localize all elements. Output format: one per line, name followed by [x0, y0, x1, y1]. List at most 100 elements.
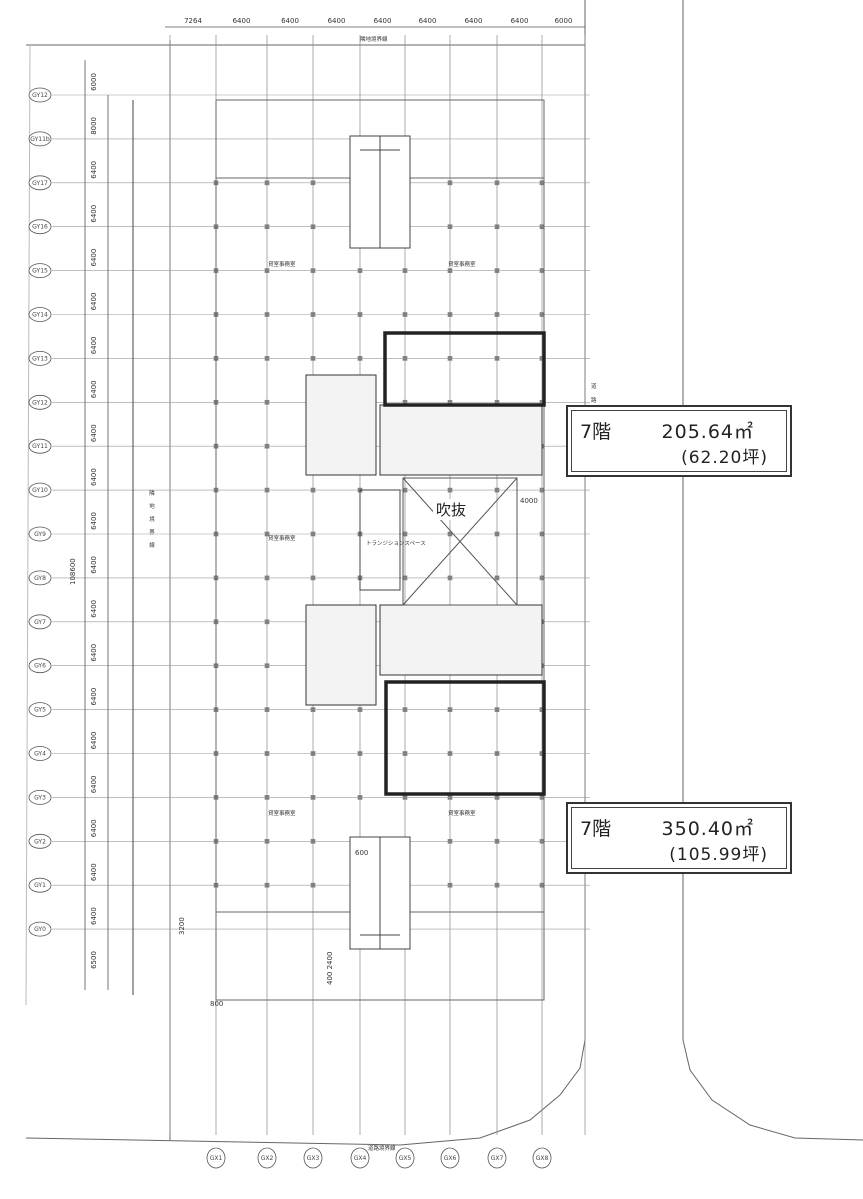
- col-bubble-2: [303, 1147, 323, 1169]
- row-grid-label-12: GY7: [34, 619, 46, 626]
- left-dimension-line: [84, 60, 109, 990]
- left-boundary-label: 隣地境界線: [149, 489, 155, 549]
- left-dim-6: 6400: [90, 336, 98, 354]
- transition-space-label: トランジションスペース: [366, 540, 426, 547]
- row-bubble-16: [28, 790, 52, 805]
- office-room-labels: 貸室事務室 貸室事務室 貸室事務室 貸室事務室 貸室事務室: [268, 260, 476, 817]
- top-dim-1: 6400: [233, 17, 251, 25]
- dim-3200: 3200: [178, 917, 186, 935]
- row-grid-label-11: GY8: [34, 575, 46, 582]
- col-grid-label-7: GX8: [536, 1155, 549, 1162]
- left-dim-20: 6500: [90, 951, 98, 969]
- row-bubble-8: [28, 438, 52, 454]
- row-grid-label-5: GY14: [32, 312, 48, 319]
- top-dim-4: 6400: [374, 17, 392, 25]
- col-grid-label-0: GX1: [210, 1155, 223, 1162]
- upper-stair-core: [349, 135, 411, 249]
- top-dim-2: 6400: [281, 17, 299, 25]
- upper-service-core: [305, 374, 543, 476]
- row-grid-bubbles: GY12GY11bGY17GY16GY15GY14GY13GY12GY11GY1…: [28, 87, 52, 937]
- row-grid-label-0: GY12: [32, 92, 48, 99]
- left-dim-0: 6000: [90, 73, 98, 91]
- left-dim-14: 6400: [90, 688, 98, 706]
- upper-callout-area: 205.64㎡: [661, 421, 754, 443]
- top-dim-6: 6400: [465, 17, 483, 25]
- row-grid-label-16: GY3: [34, 794, 46, 801]
- site-outline: [25, 0, 863, 1146]
- row-bubble-15: [28, 746, 52, 761]
- top-dim-0: 7264: [184, 17, 202, 25]
- row-grid-label-4: GY15: [32, 268, 48, 275]
- top-dim-3: 6400: [328, 17, 346, 25]
- top-dim-8: 6000: [555, 17, 573, 25]
- row-grid-label-10: GY9: [34, 531, 46, 538]
- atrium-label: 吹抜: [433, 499, 470, 520]
- road-char-2: 路: [591, 396, 597, 404]
- row-bubble-4: [28, 263, 52, 279]
- col-grid-label-6: GX7: [491, 1155, 504, 1162]
- col-bubble-4: [395, 1147, 415, 1169]
- left-dim-13: 6400: [90, 644, 98, 662]
- row-grid-label-13: GY6: [34, 663, 46, 670]
- row-bubble-3: [28, 219, 52, 235]
- row-grid-label-17: GY2: [34, 838, 46, 845]
- left-boundary-char-4: 線: [149, 541, 155, 549]
- row-bubble-12: [28, 614, 52, 630]
- atrium-void: [402, 477, 518, 606]
- left-dim-3: 6400: [90, 205, 98, 223]
- left-dim-12: 6400: [90, 600, 98, 618]
- row-bubble-19: [28, 921, 52, 937]
- dim-4000: 4000: [520, 497, 538, 505]
- office-label-nw: 貸室事務室: [268, 260, 296, 268]
- row-grid-label-8: GY11: [32, 443, 48, 450]
- dim-600: 600: [355, 849, 368, 857]
- row-grid-label-18: GY1: [34, 882, 46, 889]
- row-bubble-10: [28, 526, 52, 542]
- left-dim-4: 6400: [90, 249, 98, 267]
- lower-callout-tsubo: (105.99坪): [669, 845, 768, 865]
- bottom-boundary-label: 道路境界線: [368, 1144, 396, 1152]
- row-bubble-7: [28, 394, 52, 410]
- row-bubble-14: [28, 702, 52, 717]
- col-bubble-7: [532, 1147, 552, 1169]
- left-dim-10: 6400: [90, 512, 98, 530]
- left-boundary-char-3: 界: [149, 529, 155, 536]
- row-bubble-18: [28, 877, 52, 893]
- left-boundary-char-0: 隣: [149, 489, 155, 497]
- left-dim-11: 6400: [90, 556, 98, 574]
- transition-corridor: [359, 489, 401, 591]
- upper-area-callout: 7階 205.64㎡ (62.20坪): [566, 405, 792, 477]
- col-bubble-1: [257, 1147, 277, 1169]
- row-bubble-6: [28, 350, 52, 366]
- upper-callout-tsubo: (62.20坪): [681, 448, 768, 468]
- lower-stair-core: [349, 836, 411, 950]
- row-grid-label-2: GY17: [32, 180, 48, 187]
- row-bubble-13: [28, 658, 52, 674]
- row-grid-lines: [52, 94, 590, 930]
- row-bubble-2: [28, 175, 52, 191]
- row-bubble-17: [28, 833, 52, 849]
- lower-callout-area: 350.40㎡: [661, 818, 754, 840]
- lower-lease-area: [384, 680, 546, 796]
- left-dim-2: 6400: [90, 161, 98, 179]
- upper-lease-area: [383, 331, 546, 407]
- office-label-se: 貸室事務室: [448, 809, 476, 817]
- left-dim-17: 6400: [90, 819, 98, 837]
- left-dim-9: 6400: [90, 468, 98, 486]
- left-boundary-char-1: 地: [149, 502, 155, 510]
- row-grid-label-6: GY13: [32, 355, 48, 362]
- col-bubble-0: [206, 1147, 226, 1169]
- left-dim-19: 6400: [90, 907, 98, 925]
- col-grid-label-5: GX6: [444, 1155, 457, 1162]
- left-dim-15: 6400: [90, 732, 98, 750]
- row-bubble-1: [28, 131, 52, 147]
- row-grid-label-3: GY16: [32, 224, 48, 231]
- left-dim-5: 6400: [90, 293, 98, 311]
- row-bubble-11: [28, 570, 52, 586]
- office-label-w: 貸室事務室: [268, 534, 296, 542]
- row-bubble-0: [28, 87, 52, 103]
- office-label-sw: 貸室事務室: [268, 809, 296, 817]
- lower-callout-floor: 7階: [580, 818, 612, 840]
- col-grid-label-3: GX4: [354, 1155, 367, 1162]
